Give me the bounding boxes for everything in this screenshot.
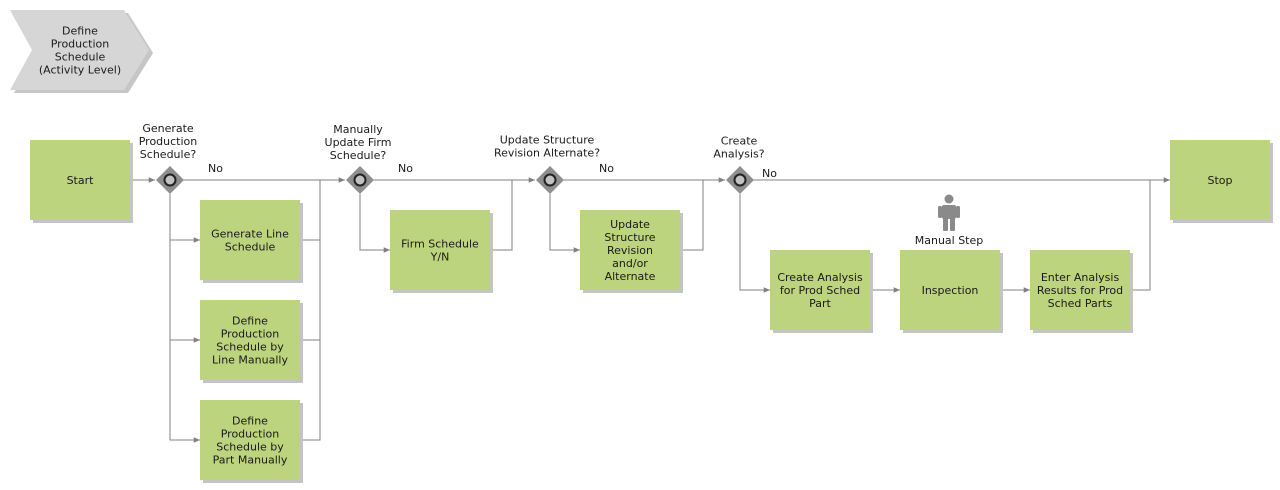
- connector-g1-def-part: [169, 340, 200, 443]
- connector-update-merge: [680, 180, 704, 251]
- connector-def-part-merge: [300, 340, 321, 441]
- gateway-update-structure-revision[interactable]: [536, 166, 564, 194]
- box-stop[interactable]: Stop: [1170, 140, 1273, 223]
- gateway-generate-production-schedule[interactable]: [156, 166, 184, 194]
- branch-label-no: No: [599, 162, 614, 175]
- connector-g4-create: [739, 194, 770, 293]
- box-start[interactable]: Start: [30, 140, 133, 223]
- box-start-label: Start: [67, 174, 95, 187]
- gateway-manually-update-firm[interactable]: [346, 166, 374, 194]
- person-icon: [938, 194, 960, 231]
- connector-firm-merge: [490, 180, 513, 251]
- connector-g1-def-line: [169, 240, 200, 343]
- box-stop-label: Stop: [1207, 174, 1232, 187]
- box-inspection[interactable]: Inspection: [900, 250, 1003, 333]
- branch-label-no: No: [398, 162, 413, 175]
- box-inspection-label: Inspection: [922, 284, 979, 297]
- gateway-create-analysis[interactable]: [726, 166, 754, 194]
- connector-enter-merge: [1130, 180, 1151, 291]
- branch-label-no: No: [762, 167, 777, 180]
- branch-label-no: No: [208, 162, 223, 175]
- connector-g2-firm: [359, 194, 390, 253]
- manual-step-label: Manual Step: [915, 234, 984, 247]
- connectors: [130, 177, 1170, 443]
- connector-g3-update: [549, 194, 580, 253]
- connector-g1-gen-line: [169, 194, 200, 243]
